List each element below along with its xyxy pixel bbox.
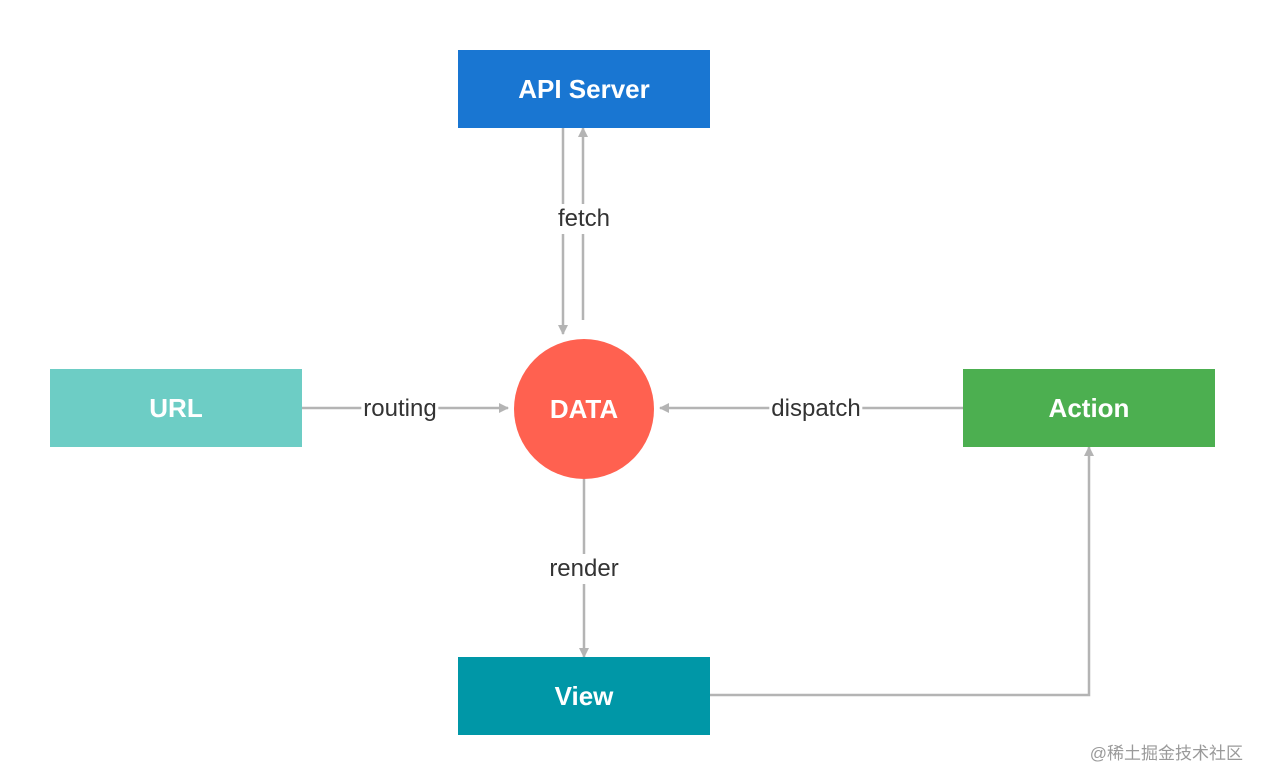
edge-label-routing: routing <box>361 394 439 424</box>
edge-label-render: render <box>547 554 621 584</box>
api-server-label: API Server <box>518 73 650 104</box>
url-node: URL <box>50 369 302 447</box>
edge-view-to-action <box>710 446 1094 697</box>
url-label: URL <box>149 392 203 423</box>
edge-label-dispatch: dispatch <box>769 394 863 424</box>
edge-label-fetch: fetch <box>555 204 613 234</box>
action-node: Action <box>963 369 1215 447</box>
action-label: Action <box>1048 392 1130 423</box>
data-node: DATA <box>514 339 654 479</box>
data-label: DATA <box>549 393 619 424</box>
api-server-node: API Server <box>458 50 710 128</box>
watermark: @稀土掘金技术社区 <box>1089 744 1243 763</box>
view-node: View <box>458 657 710 735</box>
view-label: View <box>554 680 614 711</box>
